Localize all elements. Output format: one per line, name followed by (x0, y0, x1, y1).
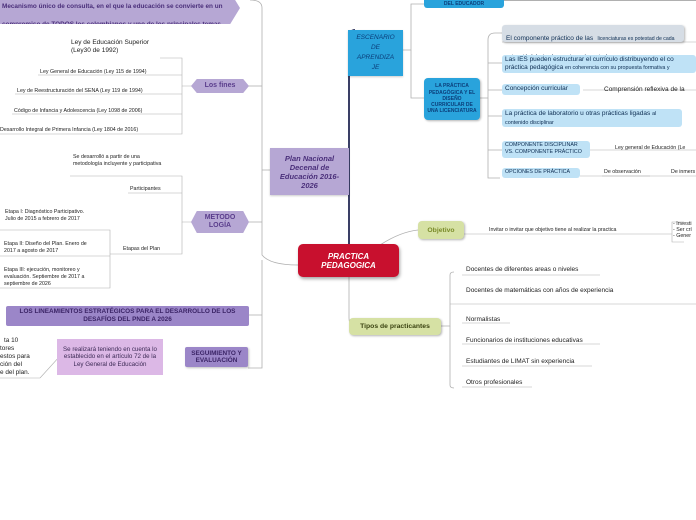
tipos-node[interactable]: Tipos de practicantes (349, 318, 441, 335)
etapas-label: Etapas del Plan (123, 246, 161, 252)
inmersion-text: De inmers (671, 169, 696, 175)
componente-box-text-a: El componente práctico de las (506, 35, 594, 42)
laboratorio-box[interactable]: La práctica de laboratorio u otras práct… (502, 109, 682, 127)
lineamientos-box[interactable]: LOS LINEAMIENTOS ESTRATÉGICOS PARA EL DE… (6, 306, 249, 326)
etapa-item: Etapa I: Diagnóstico Participativo. Juli… (5, 209, 85, 222)
tipos-label: Tipos de practicantes (360, 323, 430, 330)
observacion-text: De observación (604, 169, 641, 175)
fines-item: Desarrollo Integral de Primera Infancia … (0, 127, 139, 133)
objetivo-list-item: - Ser crí (673, 227, 692, 233)
tipos-item: Estudiantes de LIMAT sin experiencia (466, 358, 575, 365)
top-right-line (504, 0, 696, 1)
opciones-label: OPCIONES DE PRÁCTICA (505, 169, 571, 175)
seguimiento-label: SEGUIMIENTO Y EVALUACIÓN (191, 349, 242, 365)
ies-text-a: Las IES pueden estructurar el currículo … (505, 56, 674, 63)
escenario-label: ESCENARIO DE APRENDIZA JE (356, 34, 395, 71)
cut-text-line: tores (0, 345, 15, 352)
componente-disciplinar-box[interactable]: COMPONENTE DISCIPLINAR VS. COMPONENTE PR… (502, 141, 590, 158)
cut-text-line: e del plan. (0, 369, 30, 376)
fines-item: Código de Infancia y Adolescencia (Ley 1… (14, 108, 143, 114)
tipos-item: Otros profesionales (466, 379, 523, 386)
ley-general-text: Ley general de Educación (Le (615, 145, 686, 151)
laboratorio-text-b: al contenido disciplinar (505, 111, 657, 126)
cut-text-line: ta 10 (4, 337, 19, 344)
objetivo-text: Invitar o invitar que objetivo tiene al … (489, 227, 617, 233)
plan-decenal-label: Plan Nacional Decenal de Educación 2016-… (279, 153, 340, 190)
ies-text-c: en coherencia con su propuesta formativa… (565, 64, 670, 71)
cut-text-line: estos para (0, 353, 30, 360)
metodologia-node[interactable]: METODO LOGÍA (191, 211, 249, 233)
cut-text-line: ción del (0, 361, 23, 368)
ies-box[interactable]: Las IES pueden estructurar el currículo … (502, 55, 696, 73)
seguimiento-note-text: Se realizará teniendo en cuenta lo estab… (63, 345, 157, 368)
tipos-item: Docentes de diferentes areas o niveles (466, 266, 579, 273)
fines-item: Ley General de Educación (Ley 115 de 199… (40, 69, 147, 75)
laboratorio-text-a: La práctica de laboratorio u otras práct… (505, 110, 651, 117)
tipos-item: Normalistas (466, 316, 501, 323)
agenda-box[interactable]: Mecanismo único de consulta, en el que l… (0, 0, 240, 24)
agenda-box-text: Mecanismo único de consulta, en el que l… (2, 3, 223, 46)
objetivo-list-item: - Gener (673, 233, 691, 239)
participantes-label: Participantes (130, 186, 161, 192)
educador-label: DEL EDUCADOR (443, 1, 485, 7)
comprension-text: Comprensión reflexiva de la (604, 86, 685, 93)
ley30-text: Ley de Educación Superior (Ley30 de 1992… (71, 39, 150, 54)
componente-box[interactable]: El componente práctico de las licenciatu… (502, 25, 684, 60)
practica-label: LA PRÁCTICA PEDAGÓGICA Y EL DISEÑO CURRI… (427, 83, 477, 115)
concepcion-label: Concepción curricular (505, 85, 568, 92)
componente-disciplinar-label: COMPONENTE DISCIPLINAR VS. COMPONENTE PR… (505, 142, 582, 155)
fines-item: Ley de Reestructuración del SENA (Ley 11… (17, 88, 143, 94)
fines-node[interactable]: Los fines (191, 79, 249, 93)
etapa-item: Etapa III: ejecución, monitoreo y evalua… (4, 267, 85, 287)
escenario-node[interactable]: ESCENARIO DE APRENDIZA JE (348, 30, 403, 76)
practica-node[interactable]: LA PRÁCTICA PEDAGÓGICA Y EL DISEÑO CURRI… (424, 78, 480, 120)
plan-decenal-node[interactable]: Plan Nacional Decenal de Educación 2016-… (270, 148, 349, 195)
metodologia-label: METODO LOGÍA (204, 214, 236, 229)
fines-label: Los fines (204, 82, 236, 89)
metodologia-desarrollo: Se desarrolló a partir de una metodologí… (73, 154, 162, 167)
concepcion-box[interactable]: Concepción curricular (502, 84, 580, 95)
etapa-item: Etapa II: Diseño del Plan. Enero de 2017… (4, 241, 87, 254)
tipos-item: Docentes de matemáticas con años de expe… (466, 287, 614, 294)
objetivo-label: Objetivo (427, 226, 455, 234)
ies-text-b: práctica pedagógica (505, 63, 564, 71)
central-node-label: PRACTICA PEDAGOGICA (321, 251, 376, 270)
seguimiento-node[interactable]: SEGUIMIENTO Y EVALUACIÓN (185, 347, 248, 367)
opciones-box[interactable]: OPCIONES DE PRÁCTICA (502, 168, 580, 178)
educador-node[interactable]: DEL EDUCADOR (424, 0, 504, 8)
objetivo-list-item: - Investi (673, 221, 692, 227)
tipos-item: Funcionarios de instituciones educativas (466, 337, 583, 344)
seguimiento-note[interactable]: Se realizará teniendo en cuenta lo estab… (57, 339, 163, 375)
objetivo-node[interactable]: Objetivo (418, 221, 464, 239)
lineamientos-text: LOS LINEAMIENTOS ESTRATÉGICOS PARA EL DE… (19, 308, 236, 323)
central-node[interactable]: PRACTICA PEDAGOGICA (298, 244, 399, 277)
